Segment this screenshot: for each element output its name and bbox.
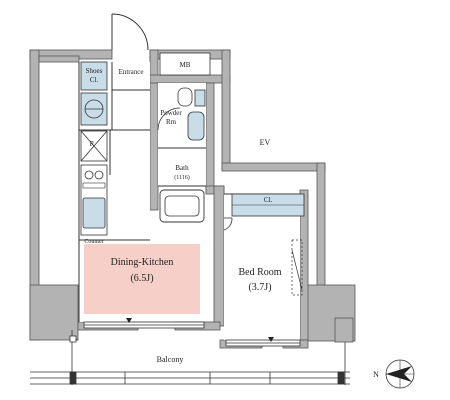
bedroom-door xyxy=(223,217,233,231)
shoes-closet: Shoes Cl. xyxy=(80,61,108,91)
bath-label-1: Bath xyxy=(175,164,189,172)
bath-label-2: (1116) xyxy=(174,174,190,181)
bath: Bath (1116) xyxy=(159,164,205,223)
bed-room-label-2: (3.7J) xyxy=(248,282,271,293)
washer-icon xyxy=(84,99,104,119)
bedroom-closet: Cl. xyxy=(231,193,305,217)
sink-icon xyxy=(82,197,106,229)
kitchen-counter: Counter xyxy=(80,164,108,245)
shoes-cl-label-1: Shoes xyxy=(86,67,103,75)
mb-box: MB xyxy=(159,52,211,76)
toilet-icon xyxy=(177,87,193,107)
shoes-cl-label-2: Cl. xyxy=(90,76,99,84)
compass-north-label: N xyxy=(373,370,379,379)
burner-icon xyxy=(94,170,104,180)
dining-kitchen-label-2: (6.5J) xyxy=(130,273,153,284)
bedroom-side-closet xyxy=(291,239,303,296)
refrigerator-mark: R xyxy=(90,140,95,148)
dining-kitchen-area xyxy=(84,244,200,314)
entrance-door xyxy=(111,13,149,51)
balcony-label: Balcony xyxy=(157,355,184,364)
bed-room-label-1: Bed Room xyxy=(238,267,281,278)
entrance-label: Entrance xyxy=(119,68,144,76)
bathtub-icon xyxy=(159,189,205,223)
washbasin-icon xyxy=(187,111,205,141)
powder-room: Powder Rm xyxy=(157,87,206,141)
dining-window xyxy=(83,318,205,329)
balcony xyxy=(30,317,354,385)
powder-rm-label-1: Powder xyxy=(160,109,182,117)
powder-rm-label-2: Rm xyxy=(166,118,177,126)
door-arrow-icon xyxy=(268,337,274,342)
ev-label: EV xyxy=(260,138,271,147)
compass-icon xyxy=(385,359,415,389)
cl-label: Cl. xyxy=(264,196,273,204)
bedroom-window xyxy=(225,337,301,347)
mb-label: MB xyxy=(180,61,191,69)
dining-kitchen-label-1: Dining-Kitchen xyxy=(111,257,174,268)
burner-icon xyxy=(84,170,94,180)
door-arrow-icon xyxy=(126,318,132,323)
counter-label: Counter xyxy=(84,239,103,245)
